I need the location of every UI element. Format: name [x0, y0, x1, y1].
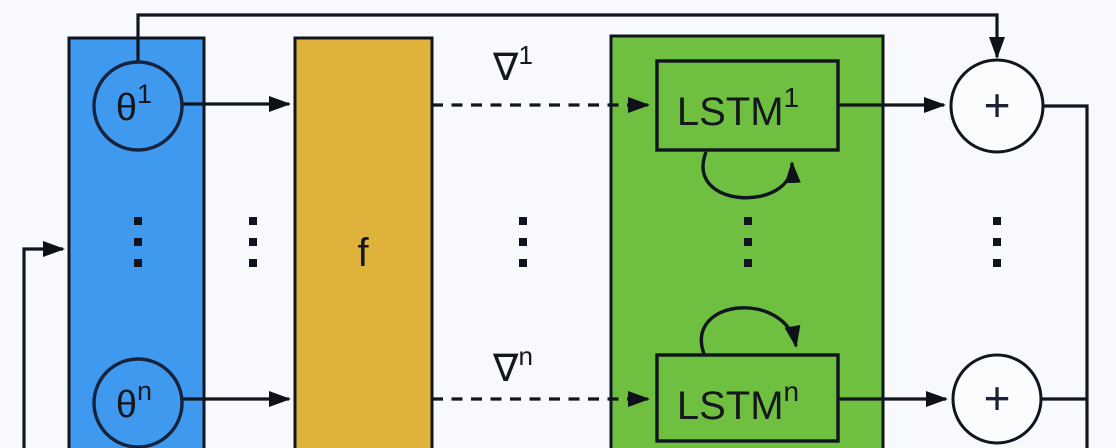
ellipsis-icon-parameters — [134, 217, 142, 267]
ellipsis-icon-lstms — [744, 217, 752, 267]
function-box — [293, 36, 434, 448]
function-label: f — [357, 231, 369, 275]
lstm-1-box — [655, 59, 840, 152]
sum-1-label: + — [984, 79, 1011, 131]
gradient-1-label: ∇1 — [492, 40, 533, 89]
ellipsis-icon-between-params-f — [249, 217, 257, 267]
sum-n-label: + — [984, 372, 1011, 424]
feedback-top-arrow — [136, 13, 1005, 63]
theta-1-node — [92, 60, 184, 152]
feedback-left-arrow — [22, 241, 65, 448]
lstm-1-recurrent-loop — [701, 151, 801, 200]
lstm-n-box — [655, 353, 840, 443]
ellipsis-icon-gradients — [519, 217, 527, 267]
sum-n-node — [951, 353, 1043, 445]
ellipsis-icon-sums — [993, 217, 1001, 267]
theta-n-label: θn — [116, 376, 152, 426]
sum-1-node — [949, 58, 1045, 154]
theta-1-label: θ1 — [116, 79, 152, 129]
gradient-n-label: ∇n — [492, 341, 533, 390]
sum-1-output-line — [1043, 104, 1089, 448]
lstm-n-label: LSTMn — [677, 376, 799, 428]
lstm-n-recurrent-loop — [699, 306, 801, 355]
lstm-1-label: LSTM1 — [677, 82, 799, 134]
